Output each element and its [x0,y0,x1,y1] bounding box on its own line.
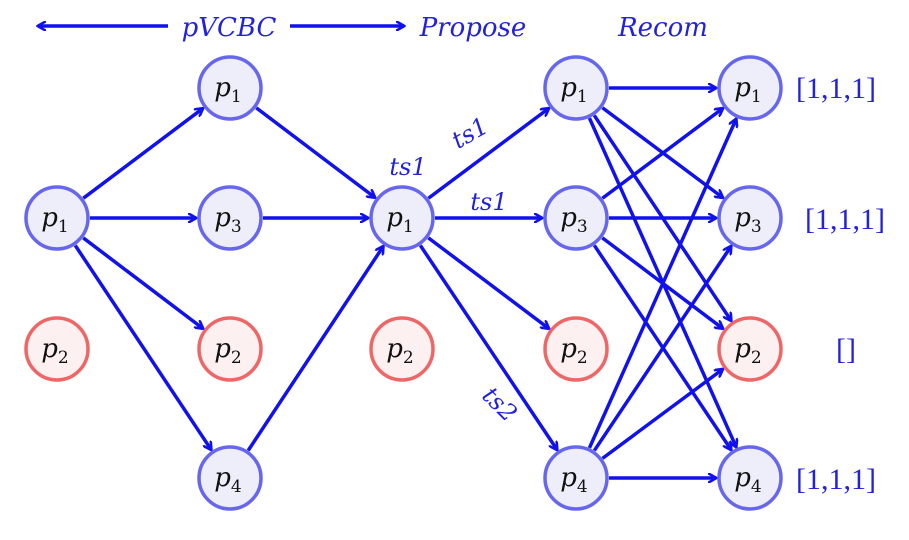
node-label: p4 [560,463,587,497]
node-circle [369,185,435,251]
node-c2-p2: p2 [369,316,435,382]
node-circle [24,316,90,382]
node-c1-p3: p3 [197,185,263,251]
node-c4-p4: p4 [717,445,783,511]
node-label: p3 [214,203,241,237]
node-circle [197,445,263,511]
node-circle [717,55,783,121]
edge-label-ts1-node: ts1 [389,153,426,181]
node-circle [369,316,435,382]
node-label: p1 [386,203,413,237]
node-label: p2 [560,334,587,368]
header-recom-label: Recom [617,13,708,43]
edge-c1_p4-to-c2_p1 [246,246,383,452]
edge-c3_p4-to-c4_p2 [601,369,723,460]
node-label: p3 [734,203,761,237]
node-label: p1 [214,73,241,107]
node-c3-p2: p2 [543,316,609,382]
node-label: p4 [734,463,761,497]
edge-c3_p4-to-c4_p3 [592,246,731,452]
node-label: p4 [214,463,241,497]
node-c4-p3: p3 [717,185,783,251]
edge-c0_p1-to-c1_p2 [82,236,203,329]
header-pvcbc-label: pVCBC [182,13,277,43]
node-circle [717,445,783,511]
node-circle [717,185,783,251]
node-circle [197,55,263,121]
edge-label-ts1-up: ts1 [447,112,493,155]
node-circle [717,316,783,382]
node-label: p1 [560,73,587,107]
node-c4-p1: p1 [717,55,783,121]
node-circle [543,55,609,121]
node-label: p1 [734,73,761,107]
node-c1-p2: p2 [197,316,263,382]
node-label: p2 [214,334,241,368]
node-label: p3 [560,203,587,237]
edge-c2_p1-to-c3_p1 [427,108,548,200]
node-c0-p2: p2 [24,316,90,382]
node-circle [24,185,90,251]
node-c1-p4: p4 [197,445,263,511]
node-label: p2 [41,334,68,368]
edges-layer [73,88,736,478]
edge-c3_p3-to-c4_p1 [601,108,722,200]
node-c3-p3: p3 [543,185,609,251]
node-circle [543,316,609,382]
header-pvcbc-arrow: pVCBC [38,13,404,43]
node-label: p2 [734,334,761,368]
result-p4: [1,1,1] [796,463,876,496]
result-p1: [1,1,1] [796,72,876,105]
edge-label-ts1-mid: ts1 [470,188,507,216]
node-c4-p2: p2 [717,316,783,382]
node-label: p1 [41,203,68,237]
node-c2-p1: p1 [369,185,435,251]
node-circle [543,445,609,511]
node-c0-p1: p1 [24,185,90,251]
node-label: p2 [386,334,413,368]
node-c3-p1: p1 [543,55,609,121]
node-circle [543,185,609,251]
result-p3: [1,1,1] [805,203,885,236]
node-circle [197,316,263,382]
node-circle [197,185,263,251]
node-c3-p4: p4 [543,445,609,511]
edge-c0_p1-to-c1_p1 [82,108,202,200]
result-p2: [] [836,333,856,366]
edge-c1_p1-to-c2_p1 [255,106,375,198]
edge-c0_p1-to-c1_p4 [73,244,211,449]
header-propose-label: Propose [419,13,527,43]
edge-c3_p4-to-c4_p1 [587,119,736,449]
node-c1-p1: p1 [197,55,263,121]
nodes-layer: p1 p2 p1 p3 p2 p4 p1 p2 p1 p3 p2 p4 p1 p3 p2 p4 [24,55,783,511]
edge-c2_p1-to-c3_p2 [427,236,548,329]
edge-c2_p1-to-c3_p4 [418,244,557,449]
